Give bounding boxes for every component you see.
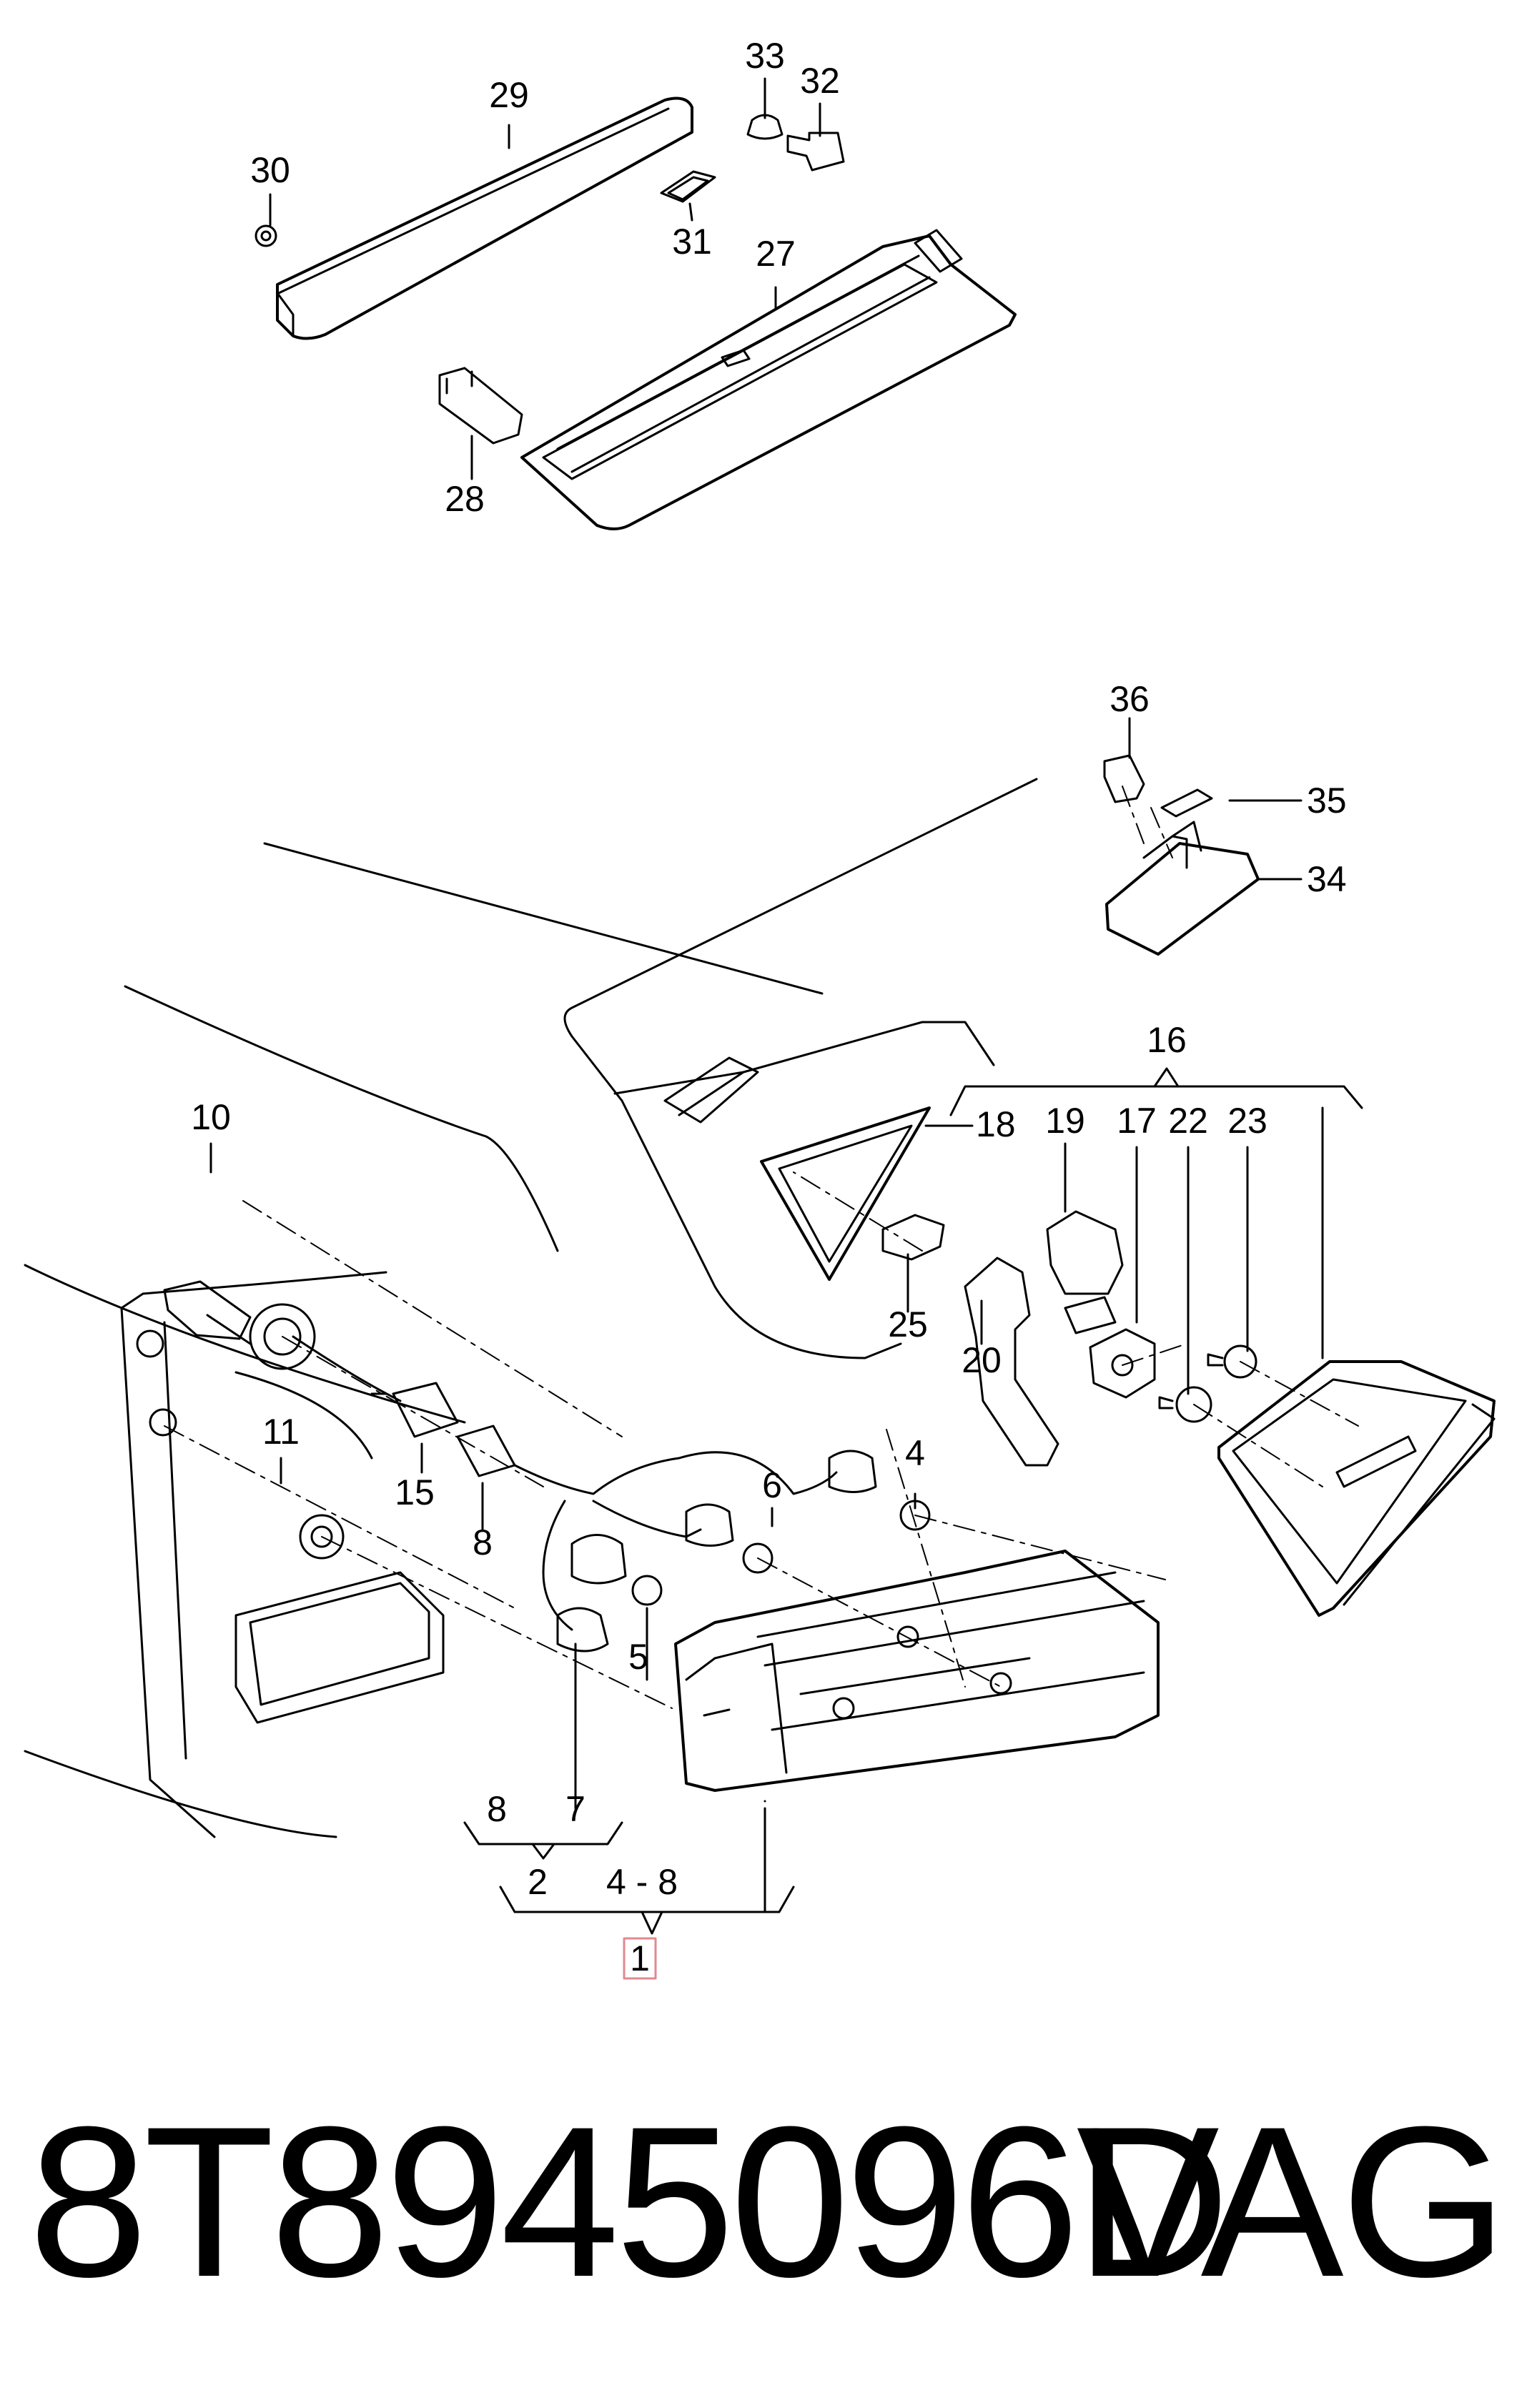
callout-6: 6 xyxy=(762,1465,782,1505)
assembly-lines xyxy=(164,786,1359,1709)
license-light-34 xyxy=(1105,821,1260,956)
callout-19: 19 xyxy=(1045,1101,1085,1141)
footer-caption: 8T8945096D VAG xyxy=(0,2051,1537,2352)
callout-11: 11 xyxy=(262,1412,300,1452)
callout-8-harness: 8 xyxy=(473,1522,493,1562)
inner-tail-light-16 xyxy=(1217,1360,1496,1617)
exploded-parts-diagram: 29 30 33 32 31 27 28 36 35 34 16 18 19 1… xyxy=(24,36,1496,1980)
callout-22: 22 xyxy=(1168,1101,1208,1141)
callout-17: 17 xyxy=(1117,1101,1157,1141)
brake-light-cover-29 xyxy=(276,96,693,340)
brake-light-housing-27 xyxy=(520,229,1017,530)
bulb-23 xyxy=(1207,1344,1257,1379)
group-bracket-2 xyxy=(463,1821,623,1860)
group-bracket-16 xyxy=(949,1067,1363,1116)
part-number: 8T8945096D xyxy=(29,2081,1230,2322)
bracket-28 xyxy=(438,367,523,445)
callout-28: 28 xyxy=(445,479,485,519)
rubber-cap-33 xyxy=(746,114,784,140)
callout-1: 1 xyxy=(630,1938,650,1978)
callout-2: 2 xyxy=(528,1862,548,1902)
callout-labels: 29 30 33 32 31 27 28 36 35 34 16 18 19 1… xyxy=(191,36,1346,1978)
callout-34: 34 xyxy=(1307,859,1347,899)
callout-23: 23 xyxy=(1227,1101,1267,1141)
group-bracket-1 xyxy=(499,1807,795,1935)
connector-25 xyxy=(881,1214,945,1261)
triangle-cover-18 xyxy=(760,1106,931,1281)
callout-10: 10 xyxy=(191,1097,231,1137)
connector-19 xyxy=(1046,1210,1124,1334)
callout-16: 16 xyxy=(1147,1020,1187,1060)
bulb-35 xyxy=(1160,788,1213,818)
connector-36 xyxy=(1103,754,1145,803)
callout-5: 5 xyxy=(628,1637,648,1677)
callout-30: 30 xyxy=(250,150,290,190)
callout-15: 15 xyxy=(395,1472,435,1512)
callout-20: 20 xyxy=(962,1340,1002,1380)
callout-29: 29 xyxy=(489,75,529,115)
callout-8-group: 8 xyxy=(487,1789,507,1829)
callout-32: 32 xyxy=(800,61,840,101)
bulb-22 xyxy=(1158,1386,1212,1423)
bulb-holder-17 xyxy=(1089,1328,1156,1399)
wiring-harness xyxy=(163,1280,931,1653)
grommet-30 xyxy=(254,224,277,247)
callout-25: 25 xyxy=(888,1304,928,1344)
callout-31: 31 xyxy=(672,222,712,262)
callout-36: 36 xyxy=(1109,679,1150,719)
callout-4-8: 4 - 8 xyxy=(606,1862,678,1902)
callout-35: 35 xyxy=(1307,781,1347,821)
brand-name: VAG xyxy=(1076,2081,1508,2322)
callout-27: 27 xyxy=(756,234,796,274)
seal-31 xyxy=(660,170,716,203)
callout-7: 7 xyxy=(565,1789,585,1829)
outer-tail-light-1 xyxy=(674,1550,1160,1792)
screw-32 xyxy=(786,132,845,172)
callout-18: 18 xyxy=(976,1104,1016,1144)
callout-4: 4 xyxy=(905,1433,925,1473)
callout-33: 33 xyxy=(745,36,785,76)
highlight-box-part-1 xyxy=(623,1937,657,1980)
leader-lines xyxy=(209,77,1324,1810)
vehicle-rear-body xyxy=(24,778,1038,1838)
bracket-20 xyxy=(964,1257,1059,1467)
